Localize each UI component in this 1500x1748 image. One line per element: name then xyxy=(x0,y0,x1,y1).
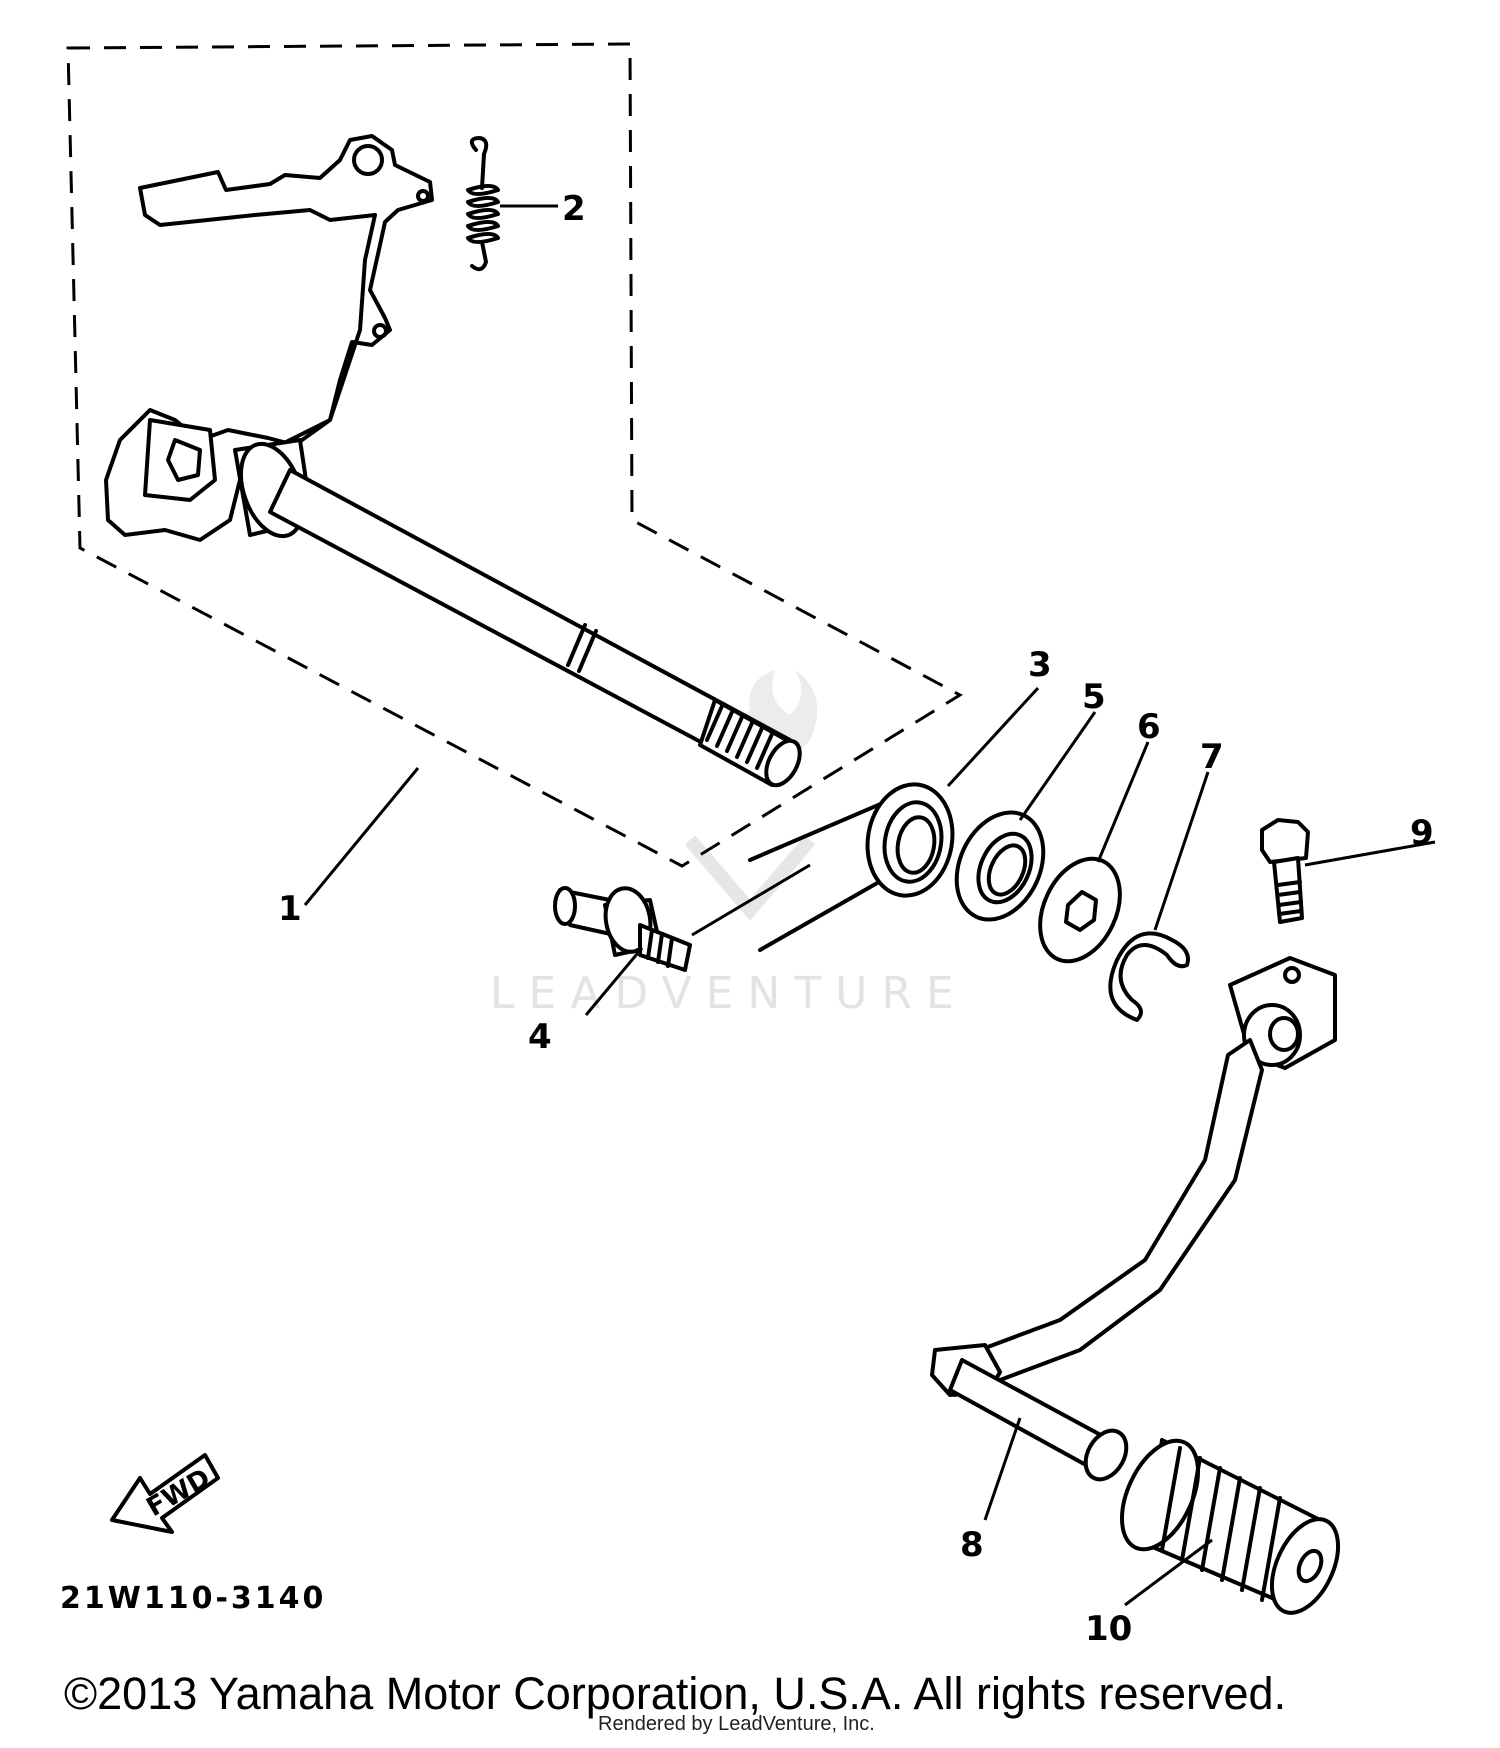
torsion-spring xyxy=(748,782,955,952)
leader-lines xyxy=(303,204,1436,1607)
pinch-bolt xyxy=(1260,818,1310,924)
fwd-arrow-icon: FWD xyxy=(110,1453,220,1534)
callout-part-5: 5 xyxy=(1082,677,1106,717)
callout-part-8: 8 xyxy=(960,1525,984,1565)
shift-shaft-assembly xyxy=(104,134,802,788)
washer xyxy=(1038,856,1122,964)
callout-part-2: 2 xyxy=(562,189,586,229)
callout-part-6: 6 xyxy=(1137,707,1161,747)
diagram-code: 21W110-3140 xyxy=(60,1581,326,1616)
assembly-boundary xyxy=(66,42,964,868)
callout-part-4: 4 xyxy=(528,1017,552,1057)
callout-part-7: 7 xyxy=(1200,737,1224,777)
callout-part-1: 1 xyxy=(278,889,302,929)
callout-part-10: 10 xyxy=(1085,1609,1132,1649)
callout-part-9: 9 xyxy=(1410,813,1434,853)
stud-bolt xyxy=(553,886,692,972)
callout-part-3: 3 xyxy=(1028,645,1052,685)
pedal-rubber xyxy=(1120,1438,1341,1615)
shift-pedal xyxy=(930,956,1337,1482)
circlip xyxy=(1108,931,1190,1022)
return-spring xyxy=(466,136,500,272)
copyright-notice: ©2013 Yamaha Motor Corporation, U.S.A. A… xyxy=(64,1668,1287,1719)
rendered-by-notice: Rendered by LeadVenture, Inc. xyxy=(598,1713,875,1735)
watermark-text: LEADVENTURE xyxy=(490,968,968,1019)
